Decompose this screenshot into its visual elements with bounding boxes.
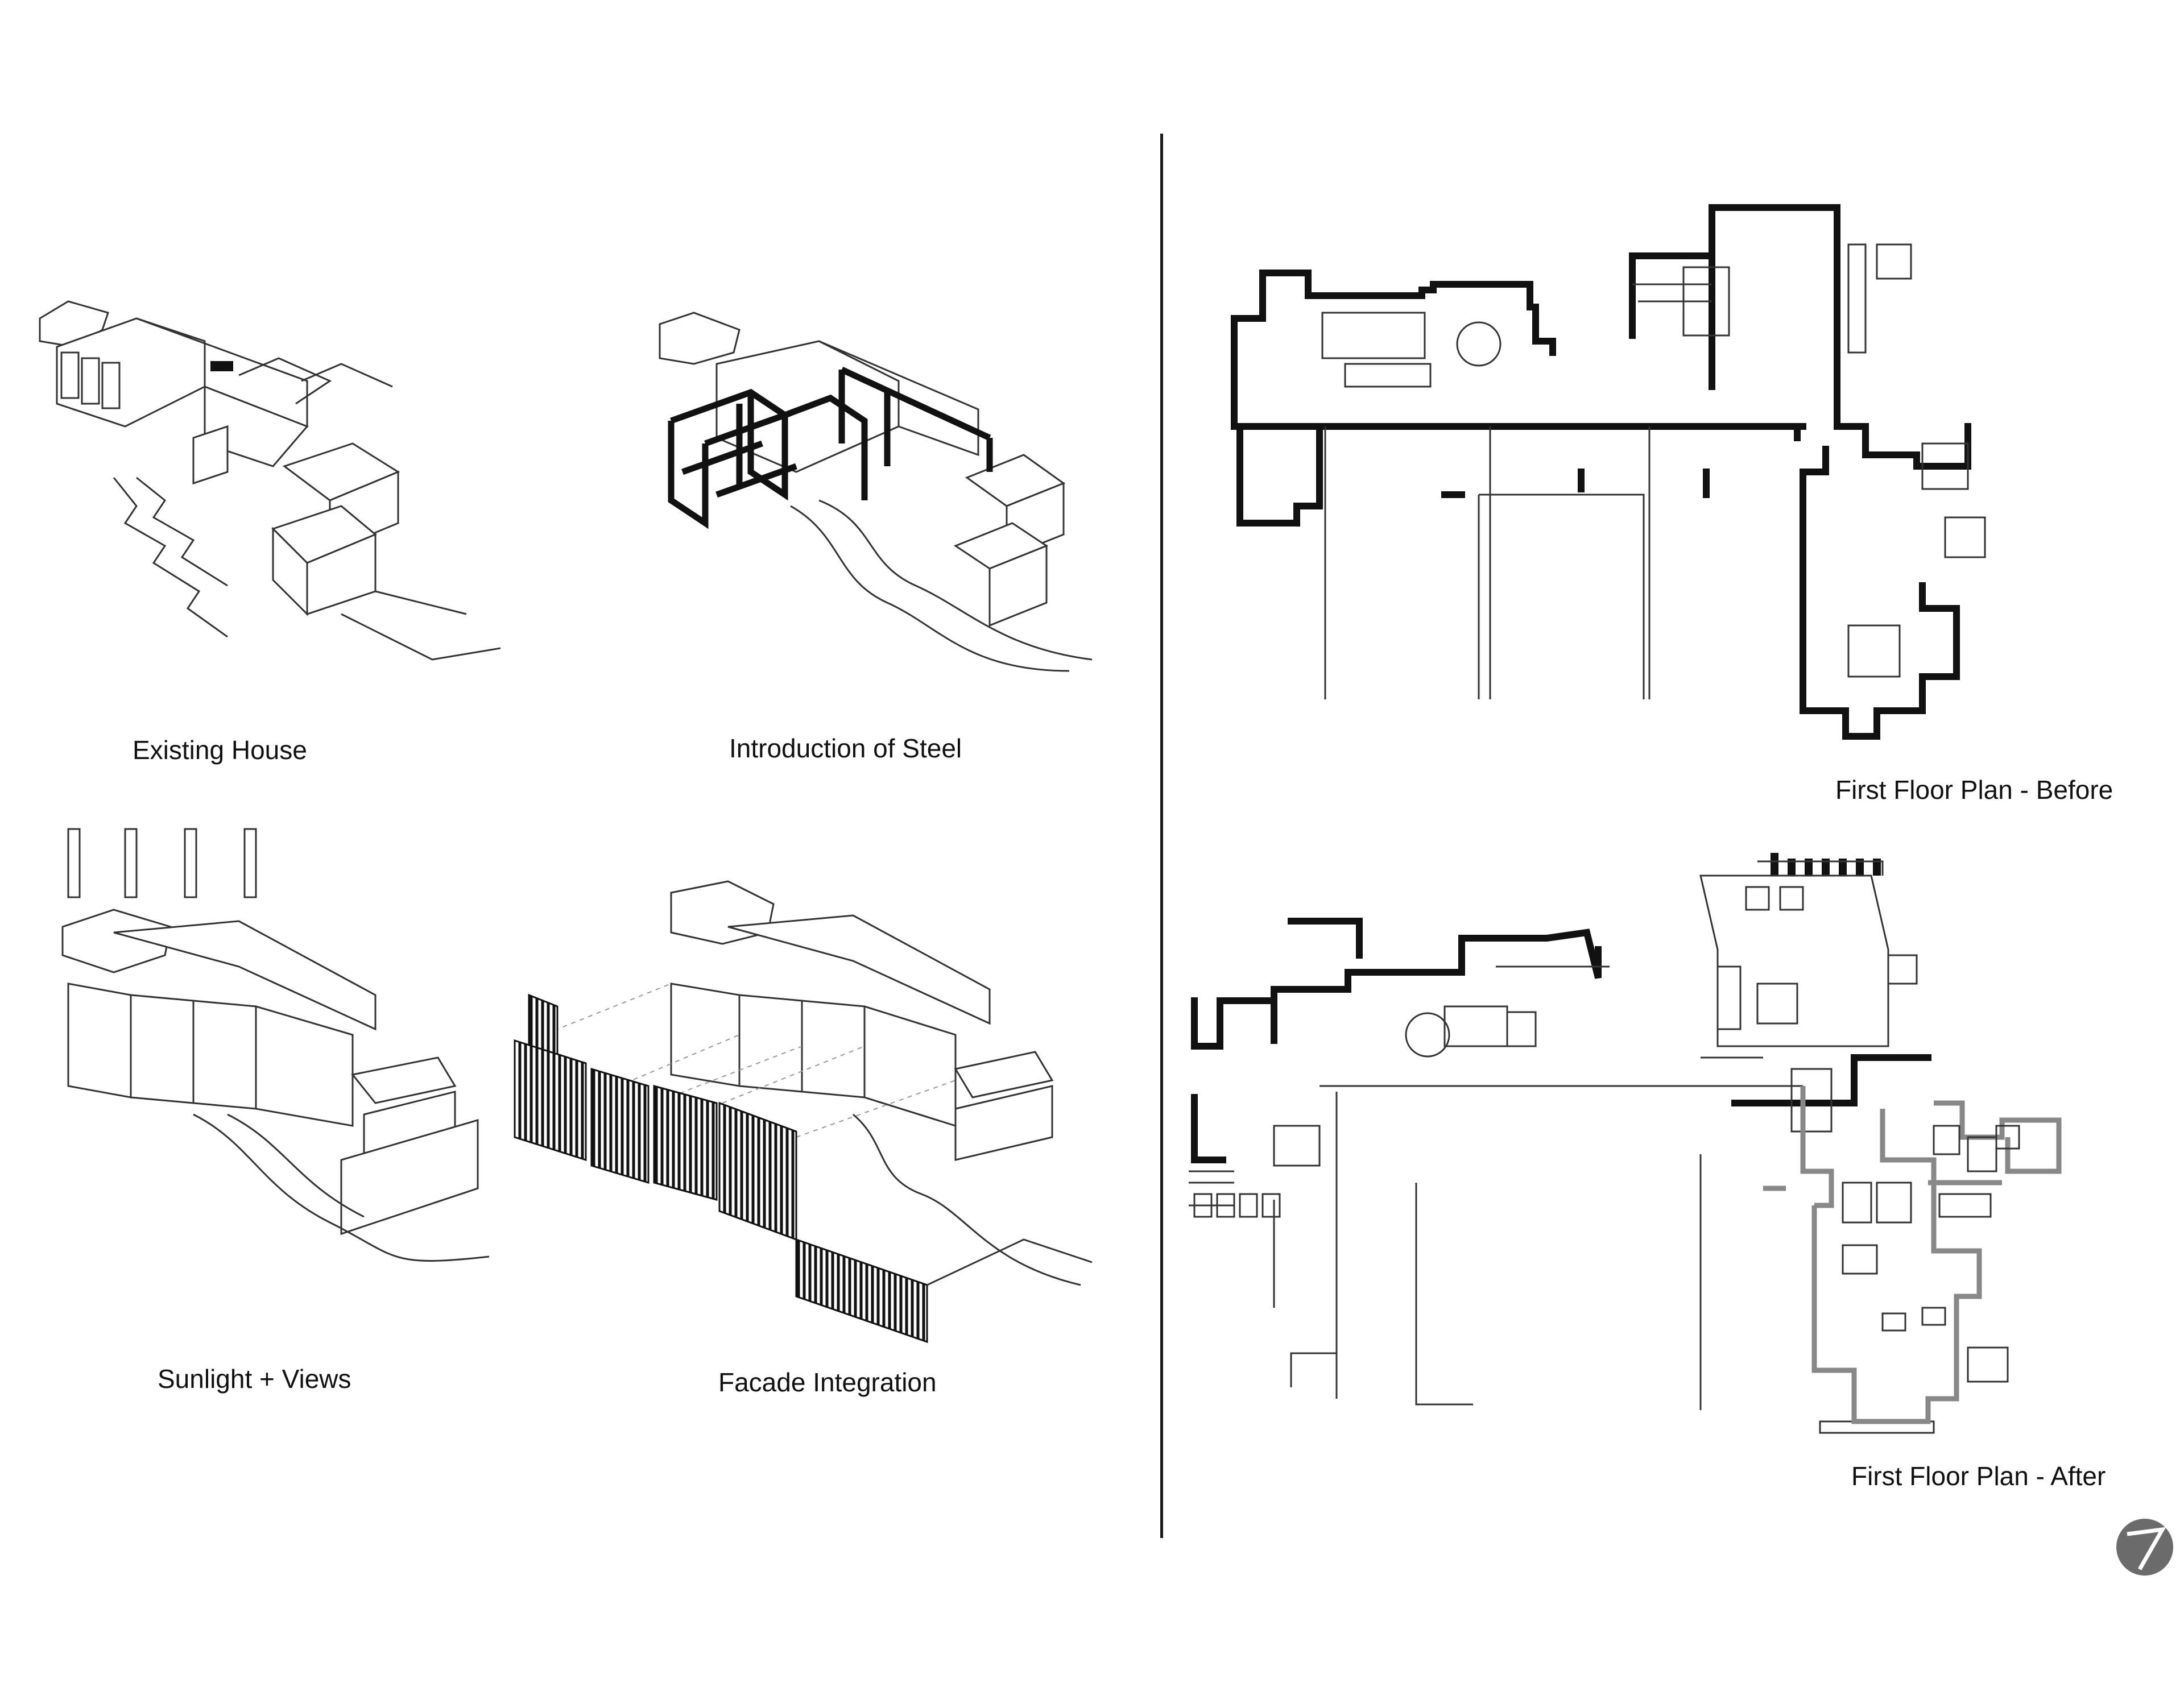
floor-plan-after	[1189, 853, 2150, 1439]
caption-facade-integration: Facade Integration	[718, 1367, 937, 1397]
firm-logo-icon	[2115, 1517, 2175, 1577]
caption-plan-before: First Floor Plan - Before	[1835, 775, 2113, 805]
vertical-divider	[1160, 134, 1163, 1538]
axon-facade-integration	[512, 876, 1115, 1353]
axon-sunlight-views	[46, 824, 512, 1268]
axon-introduction-of-steel	[648, 307, 1103, 694]
floor-plan-before	[1228, 199, 2150, 756]
caption-plan-after: First Floor Plan - After	[1851, 1461, 2106, 1491]
caption-existing-house: Existing House	[133, 735, 307, 765]
caption-sunlight-views: Sunlight + Views	[158, 1364, 351, 1394]
caption-introduction-of-steel: Introduction of Steel	[729, 733, 962, 763]
axon-existing-house	[34, 296, 500, 694]
